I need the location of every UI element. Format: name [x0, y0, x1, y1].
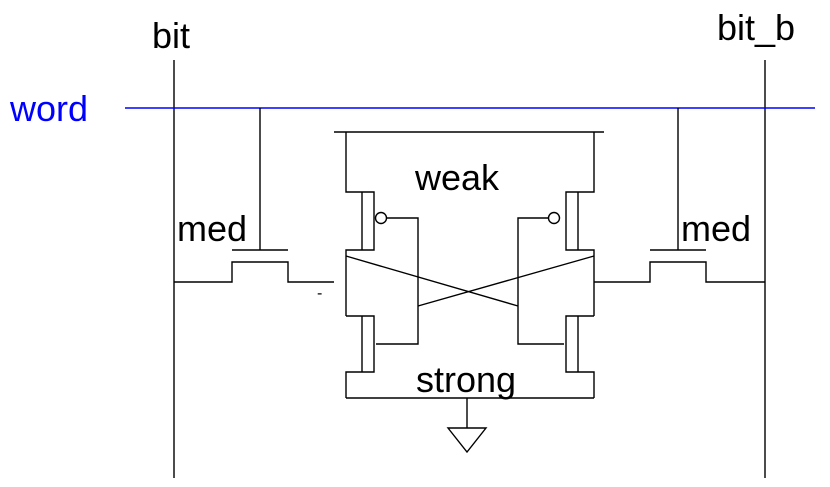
- ground-symbol-icon: [446, 427, 488, 454]
- node-mark: -: [317, 285, 322, 302]
- med-right-label: med: [681, 208, 751, 249]
- med-left-label: med: [177, 208, 247, 249]
- cross-wire-a: [345, 255, 519, 307]
- right-inverter: [517, 132, 595, 398]
- strong-label: strong: [416, 359, 516, 400]
- right-access-transistor: [594, 108, 765, 283]
- left-access-transistor: [174, 108, 334, 283]
- bit-b-label: bit_b: [717, 7, 795, 48]
- word-label: word: [9, 88, 88, 129]
- weak-label: weak: [414, 157, 500, 198]
- bit-label: bit: [152, 15, 190, 56]
- cross-wire-b: [417, 255, 595, 307]
- left-inverter: [345, 132, 419, 398]
